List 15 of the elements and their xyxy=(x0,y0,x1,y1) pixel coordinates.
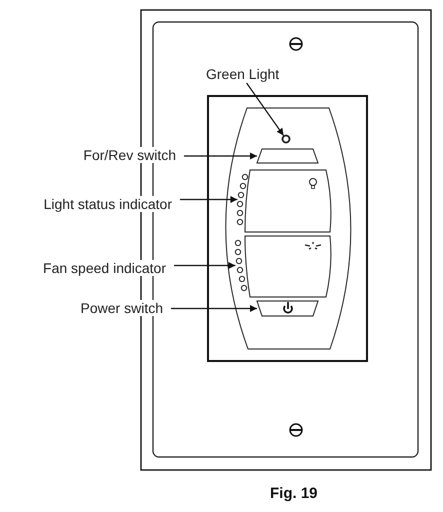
leader-arrow xyxy=(184,152,257,160)
callout-label: Power switch xyxy=(78,300,165,316)
callout-label: Fan speed indicator xyxy=(41,260,168,276)
indicator-lights xyxy=(236,174,248,226)
indicator-lights xyxy=(234,240,248,292)
switch-button xyxy=(256,300,319,316)
switch-button xyxy=(256,148,319,164)
leader-arrow xyxy=(246,82,284,136)
leader-arrow xyxy=(171,305,257,312)
leader-arrow xyxy=(180,196,238,203)
callout-label: Light status indicator xyxy=(42,196,174,212)
callout-label: Green Light xyxy=(204,66,282,82)
indicator-light xyxy=(282,134,290,144)
leader-arrow xyxy=(174,262,236,269)
figure-caption: Fig. 19 xyxy=(270,485,318,502)
